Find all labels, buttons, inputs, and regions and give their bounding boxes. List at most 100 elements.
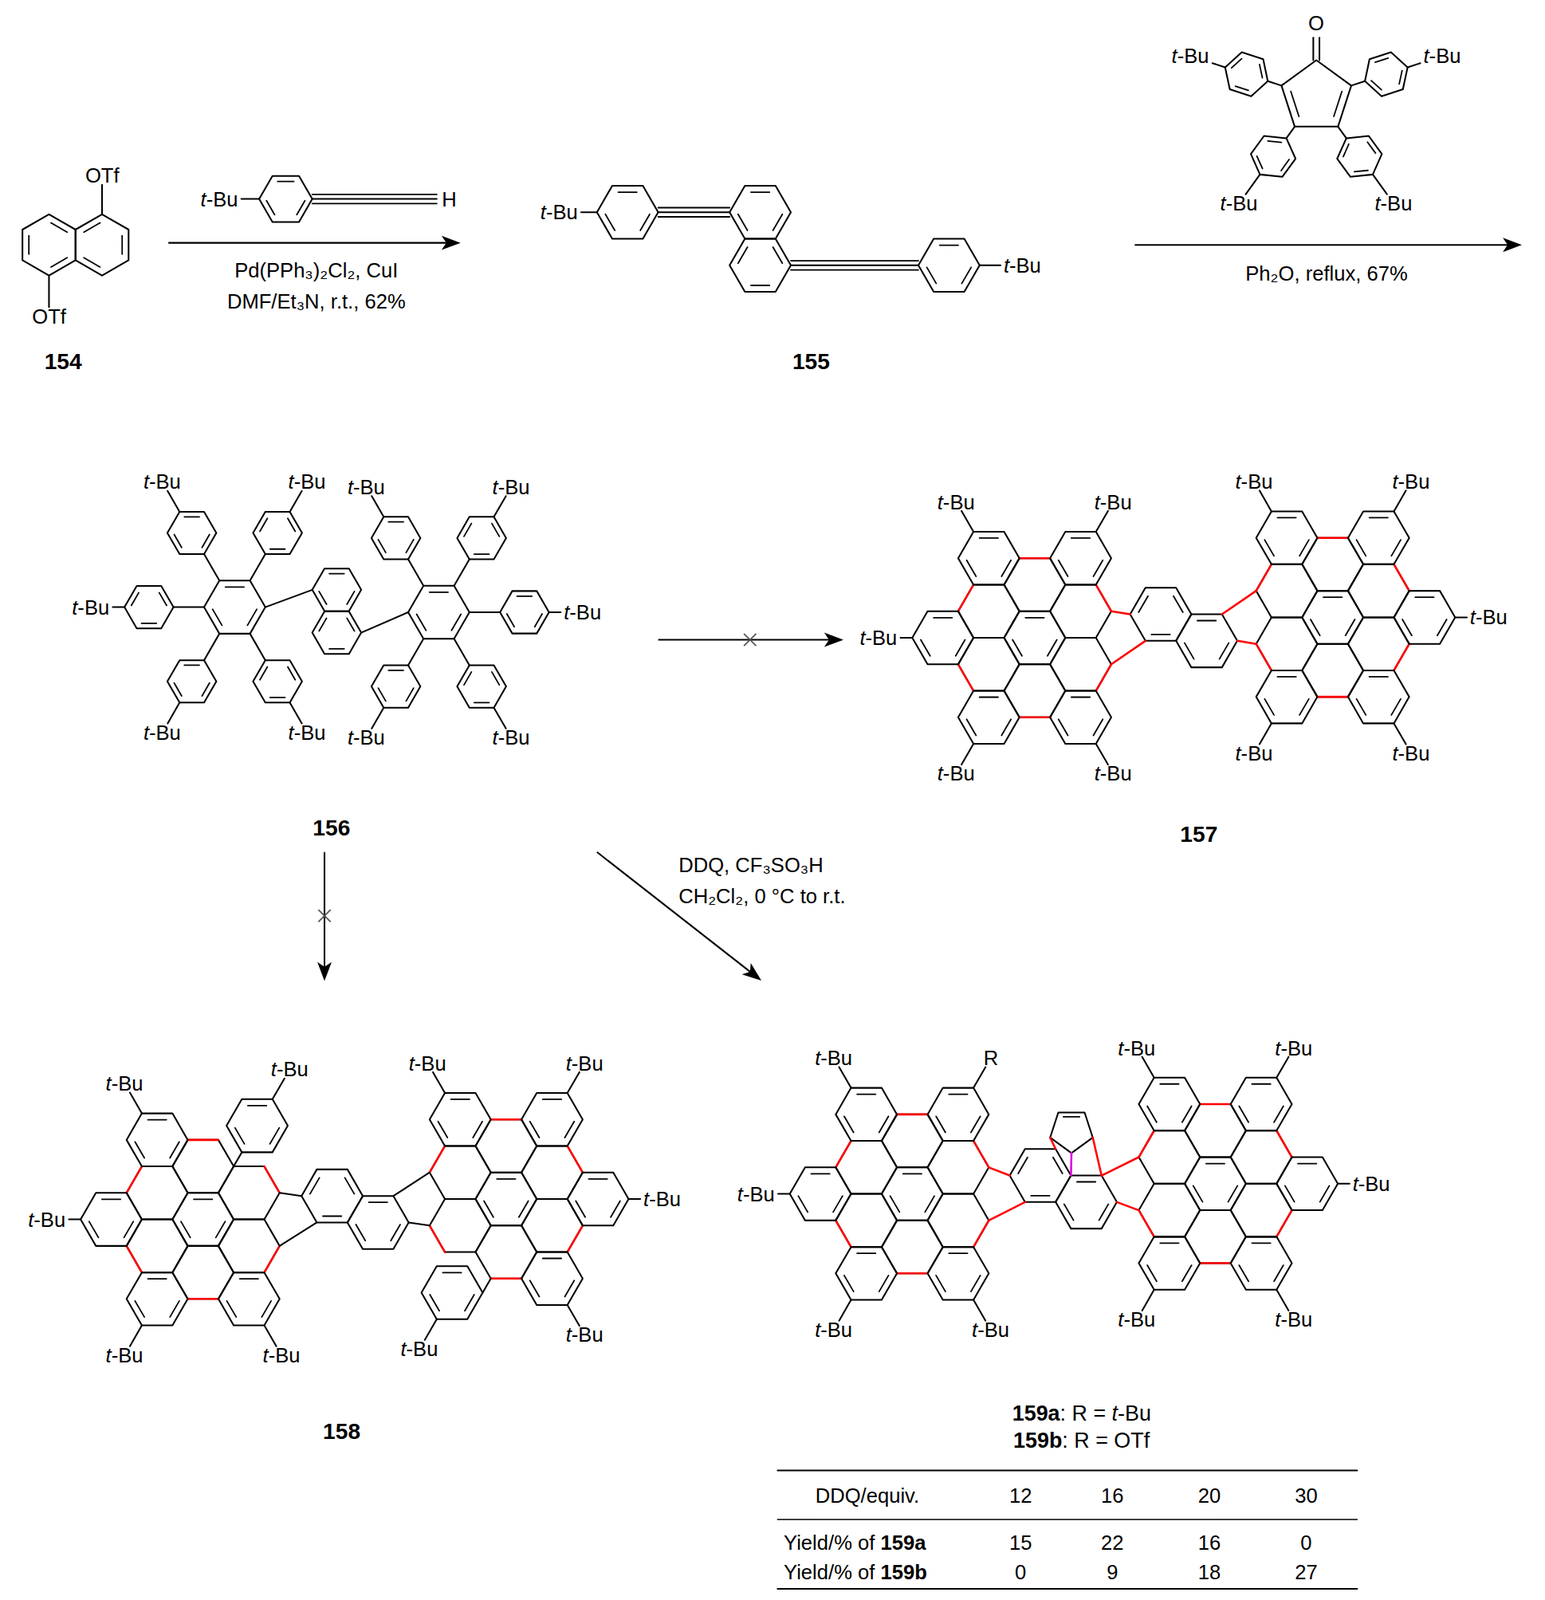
bond (1267, 81, 1282, 87)
italic-run: t (971, 1318, 978, 1341)
italic-run: t (1352, 1172, 1359, 1196)
new-bond (1199, 1261, 1231, 1265)
double-bond (1264, 539, 1274, 556)
double-bond (1290, 91, 1299, 117)
new-bond (1111, 611, 1131, 615)
double-bond (322, 1215, 342, 1218)
italic-run: t (271, 1057, 277, 1081)
benzene-ring (126, 1219, 189, 1274)
italic-run: t (1117, 1308, 1124, 1331)
table-cell: DDQ/equiv. (815, 1483, 920, 1509)
benzene-ring (408, 585, 470, 640)
substituent-bond (581, 211, 598, 213)
italic-run: t (1235, 470, 1242, 493)
double-bond (201, 534, 209, 547)
reaction-arrow (658, 633, 842, 646)
double-bond (1151, 633, 1170, 636)
double-bond (618, 191, 637, 193)
new-bond (491, 1118, 522, 1121)
benzene-ring (1004, 558, 1066, 611)
italic-run: t (563, 601, 570, 624)
new-bond (1116, 1202, 1140, 1211)
benzene-ring (958, 584, 1020, 638)
tbu-label: t-Bu (492, 474, 531, 500)
italic-run: t (1094, 762, 1101, 786)
bold-run: 154 (44, 349, 83, 375)
new-bond (988, 1167, 1010, 1176)
double-bond (329, 648, 345, 650)
double-bond (979, 537, 999, 539)
benzene-ring (1256, 564, 1318, 618)
double-bond (1297, 1163, 1317, 1165)
new-bond (1276, 1130, 1292, 1157)
blocked-mark (318, 909, 331, 922)
double-bond (1231, 58, 1243, 69)
double-bond (318, 591, 327, 605)
tbu-label: t-Bu (1352, 1171, 1391, 1196)
bond (469, 611, 500, 614)
table-cell: 22 (1100, 1530, 1124, 1556)
substituent-bond (961, 511, 974, 532)
double-bond (239, 1277, 259, 1280)
reaction-arrow (1134, 239, 1521, 252)
double-bond (266, 200, 275, 216)
double-bond (1323, 596, 1342, 598)
new-bond (1111, 640, 1146, 665)
double-bond (451, 614, 461, 631)
new-bond (279, 1222, 318, 1246)
benzene-ring (1364, 52, 1408, 97)
bond (361, 612, 409, 633)
italic-run: t (200, 188, 207, 211)
compound-156: 156 (10, 408, 659, 853)
double-bond (542, 1258, 562, 1260)
double-bond (1063, 1116, 1080, 1118)
double-bond (955, 640, 966, 657)
double-bond (933, 617, 952, 619)
double-bond (346, 617, 354, 631)
double-bond (1369, 676, 1388, 678)
benzene-ring (1138, 1183, 1200, 1238)
double-bond (750, 191, 770, 193)
double-bond (857, 1252, 876, 1255)
benzene-ring (1348, 670, 1410, 724)
benzene-ring (881, 1220, 944, 1274)
double-bond (345, 1177, 355, 1194)
benzene-ring (218, 1166, 280, 1220)
benzene-ring (22, 214, 76, 276)
italic-run: t (1274, 1036, 1281, 1059)
double-bond (235, 1128, 245, 1145)
italic-run: t (1220, 192, 1227, 215)
compound-number: 155 (792, 349, 830, 376)
five-membered-ring (1049, 1112, 1093, 1153)
double-bond (1235, 86, 1249, 91)
italic-run: t (106, 1344, 112, 1367)
double-bond (124, 1221, 134, 1238)
double-bond (1147, 1106, 1157, 1123)
double-bond (1367, 141, 1376, 154)
carbonyl-bond (1318, 37, 1321, 60)
double-bond (377, 687, 386, 701)
benzene-ring (1301, 590, 1364, 645)
new-bond (429, 1225, 445, 1252)
benzene-ring (881, 1167, 944, 1221)
benzene-ring (124, 585, 173, 629)
bold-run: 159a (1012, 1400, 1061, 1424)
italic-run: t (859, 626, 865, 649)
new-bond (567, 1225, 583, 1252)
double-bond (390, 1224, 401, 1241)
italic-run: t (1391, 470, 1398, 493)
bond (250, 633, 266, 661)
double-bond (277, 180, 294, 183)
compound-number: 159a: R = t-Bu (1012, 1400, 1152, 1426)
tbu-label: t-Bu (814, 1317, 853, 1343)
benzene-ring (927, 1194, 990, 1248)
double-bond (1273, 1106, 1284, 1123)
italic-run: t (1374, 192, 1380, 215)
benzene-ring (881, 1114, 944, 1168)
new-bond (1049, 1137, 1056, 1149)
double-bond (530, 1121, 540, 1138)
substituent-bond (979, 264, 1001, 267)
double-bond (1251, 1083, 1270, 1086)
double-bond (147, 1119, 166, 1121)
